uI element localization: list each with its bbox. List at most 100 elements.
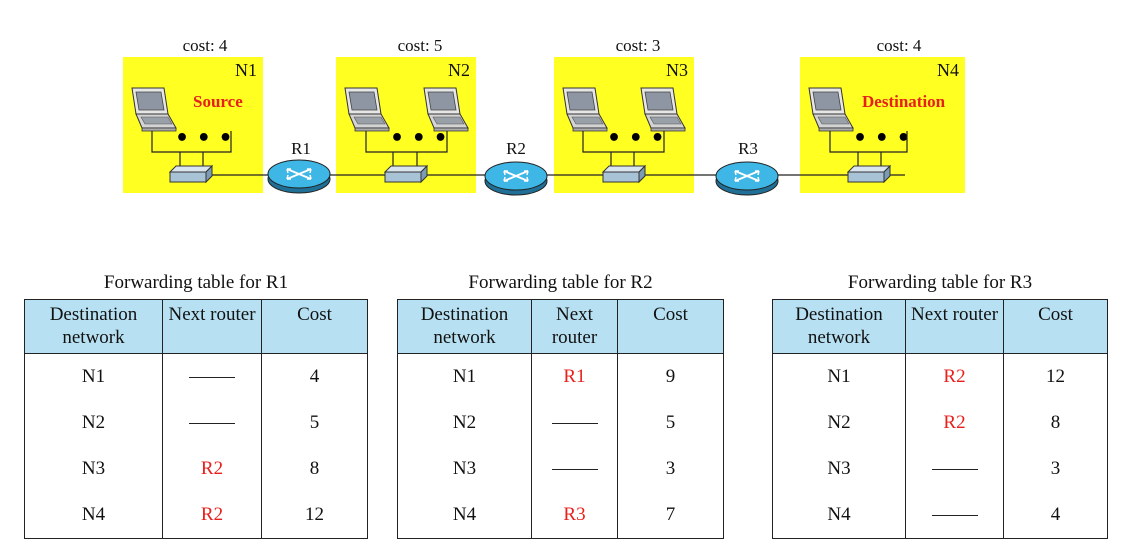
cost-cell: 4 (261, 353, 368, 400)
destination-cell: N1 (772, 353, 906, 400)
destination-cell: N2 (772, 400, 906, 446)
table-title: Forwarding table for R2 (468, 272, 653, 293)
destination-cell: N3 (772, 446, 906, 492)
header-next-router: Next router (162, 299, 262, 354)
switch-icon (169, 165, 213, 183)
cost-cell: 3 (617, 446, 724, 492)
router-icon-r1 (267, 159, 331, 194)
cost-cell: 5 (617, 400, 724, 446)
forwarding-table-r1-block: Forwarding table for R1 Destination netw… (24, 271, 368, 539)
cost-cell: 12 (1003, 353, 1108, 400)
next-router-cell: R1 (531, 353, 618, 400)
ellipsis-icon: • • • (607, 126, 665, 151)
cost-cell: 4 (1003, 492, 1108, 539)
cost-cell: 8 (261, 446, 368, 492)
next-router-cell (531, 400, 618, 446)
next-router-cell (531, 446, 618, 492)
ellipsis-icon: • • • (175, 126, 233, 151)
router-icon-r3 (715, 161, 779, 196)
cost-label-n3: cost: 3 (615, 36, 661, 55)
cost-cell: 5 (261, 400, 368, 446)
switch-icon (602, 165, 646, 183)
network-id: N2 (448, 60, 470, 80)
table-row: N4 4 (772, 492, 1108, 539)
table-row: N1 4 (24, 353, 368, 400)
ellipsis-icon: • • • (853, 126, 911, 151)
laptop-icon (423, 87, 469, 132)
network-links: • • • • • • • • • • • • (131, 87, 911, 196)
next-router-cell (162, 400, 262, 446)
header-next-router: Next router (531, 299, 618, 354)
network-diagram: cost: 4 cost: 5 cost: 3 cost: 4 N1 Sourc… (0, 0, 1133, 230)
next-router-cell (905, 492, 1004, 539)
header-cost: Cost (617, 299, 724, 354)
forwarding-table-r1: Destination network Next router Cost N1 4… (24, 299, 368, 539)
destination-cell: N2 (24, 400, 163, 446)
header-cost: Cost (1003, 299, 1108, 354)
no-router-dash (551, 423, 598, 425)
next-router-cell: R3 (531, 492, 618, 539)
header-next-router: Next router (905, 299, 1004, 354)
next-router-cell: R2 (905, 353, 1004, 400)
laptop-icon (640, 87, 686, 132)
next-router-cell (162, 353, 262, 400)
no-router-dash (189, 377, 235, 379)
cost-label-n2: cost: 5 (397, 36, 443, 55)
header-destination: Destination network (397, 299, 532, 354)
header-cost: Cost (261, 299, 368, 354)
router-label-r1: R1 (291, 139, 311, 158)
destination-cell: N4 (397, 492, 532, 539)
cost-cell: 9 (617, 353, 724, 400)
table-title: Forwarding table for R3 (847, 272, 1033, 293)
header-destination: Destination network (772, 299, 906, 354)
cost-cell: 8 (1003, 400, 1108, 446)
ellipsis-icon: • • • (390, 126, 448, 151)
laptop-icon (562, 87, 608, 132)
router-icon-r2 (484, 161, 548, 196)
destination-cell: N4 (772, 492, 906, 539)
no-router-dash (931, 515, 978, 517)
table-row: N3 3 (772, 446, 1108, 492)
source-label: Source (193, 92, 243, 111)
no-router-dash (189, 423, 235, 425)
router-label-r3: R3 (738, 139, 758, 158)
next-router-cell: R2 (162, 446, 262, 492)
forwarding-table-r2-block: Forwarding table for R2 Destination netw… (397, 271, 724, 539)
cost-cell: 7 (617, 492, 724, 539)
switch-icon (384, 165, 428, 183)
destination-cell: N1 (397, 353, 532, 400)
network-id: N1 (235, 60, 257, 80)
cost-label-n4: cost: 4 (876, 36, 922, 55)
cost-label-n1: cost: 4 (182, 36, 228, 55)
destination-cell: N1 (24, 353, 163, 400)
laptop-icon (131, 87, 177, 132)
destination-cell: N2 (397, 400, 532, 446)
laptop-icon (344, 87, 390, 132)
cost-cell: 3 (1003, 446, 1108, 492)
no-router-dash (931, 469, 978, 471)
table-row: N2 5 (397, 400, 724, 446)
network-id: N3 (666, 60, 688, 80)
network-id: N4 (937, 60, 959, 80)
table-row: N3 3 (397, 446, 724, 492)
forwarding-table-r3-block: Forwarding table for R3 Destination netw… (772, 271, 1108, 539)
destination-cell: N4 (24, 492, 163, 539)
next-router-cell: R2 (905, 400, 1004, 446)
table-row: N2 5 (24, 400, 368, 446)
next-router-cell: R2 (162, 492, 262, 539)
switch-icon (847, 165, 891, 183)
table-title: Forwarding table for R1 (103, 272, 289, 293)
next-router-cell (905, 446, 1004, 492)
destination-cell: N3 (397, 446, 532, 492)
destination-cell: N3 (24, 446, 163, 492)
header-destination: Destination network (24, 299, 163, 354)
router-label-r2: R2 (506, 139, 526, 158)
